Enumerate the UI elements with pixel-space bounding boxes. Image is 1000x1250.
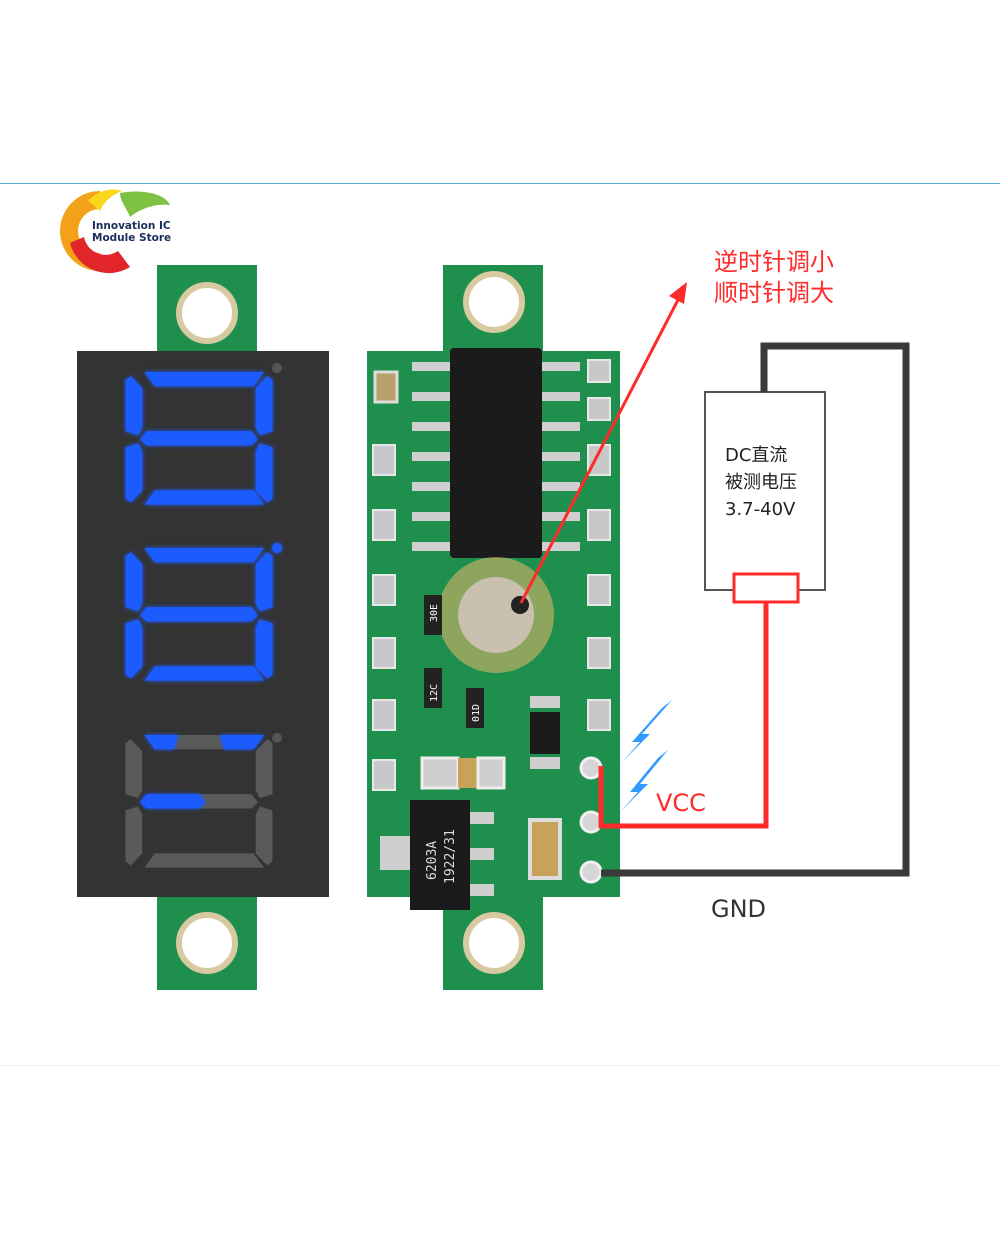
adjust-note: 逆时针调小 顺时针调大 [714,247,834,309]
potentiometer-screw [511,596,529,614]
decimal-point-1 [272,543,282,553]
pad-vcc [579,810,603,834]
store-logo-text: Innovation IC Module Store [92,220,182,244]
dc-source-box [704,391,826,591]
resistor-c-label: 01D [471,704,482,722]
left-pins [372,444,396,791]
regulator-body [410,800,470,910]
dc-source-line-3: 3.7-40V [725,499,796,520]
resistor-a-label: 30E [429,604,440,622]
mount-hole-bottom [176,912,238,974]
adjust-arrow-head [669,282,687,304]
resistor-a [424,595,442,635]
dc-source-terminal [732,572,800,604]
pcb-module: 30E 12C 01D 6203A 1922/31 [367,265,620,990]
vcc-label: VCC [656,789,706,817]
decimal-point-2 [272,733,282,743]
pad-gnd [579,860,603,884]
adjust-arrow-line [519,295,682,604]
adjust-note-line-1: 逆时针调小 [714,248,834,276]
potentiometer-body [458,577,534,653]
capacitor-top [373,370,399,404]
vcc-wire [598,602,769,829]
wiring [519,282,910,877]
pad-vcc-in [579,756,603,780]
right-pins [587,359,611,731]
resistor-b [424,668,442,708]
seg-g-lit [140,794,206,809]
display-module [77,265,329,990]
mount-hole-top [176,282,238,344]
store-logo-icon [60,189,170,273]
gnd-wire [601,342,910,877]
regulator-tab [380,836,410,870]
pcb-hole-top [463,271,525,333]
dc-source-line-1: DC直流 [725,445,788,466]
bottom-divider [0,1065,1000,1066]
gnd-label: GND [711,895,767,923]
blue-arrow-1 [622,700,672,762]
pcb-hole-bottom [463,912,525,974]
resistor-b-label: 12C [429,684,440,702]
cap-bottom-c [528,818,562,880]
top-divider [0,183,1000,184]
sot-diode [530,712,560,754]
adjust-note-line-2: 顺时针调大 [714,279,834,307]
resistor-c [466,688,484,728]
seg-a2-lit [220,735,265,750]
logo-line-1: Innovation IC [92,220,171,232]
regulator-label-2: 1922/31 [443,829,458,884]
logo-line-2: Module Store [92,231,172,244]
decimal-point-top [272,363,282,373]
solder-pads [579,756,603,884]
soic-chip [412,348,580,558]
regulator-label-1: 6203A [425,841,440,880]
cap-bottom-a [420,756,460,790]
dc-source-label: DC直流 被测电压 3.7-40V [725,442,797,523]
digit-3-lit [140,735,265,809]
dc-source-line-2: 被测电压 [725,472,797,493]
soic-body [450,348,542,558]
seg-a-lit [144,735,178,750]
